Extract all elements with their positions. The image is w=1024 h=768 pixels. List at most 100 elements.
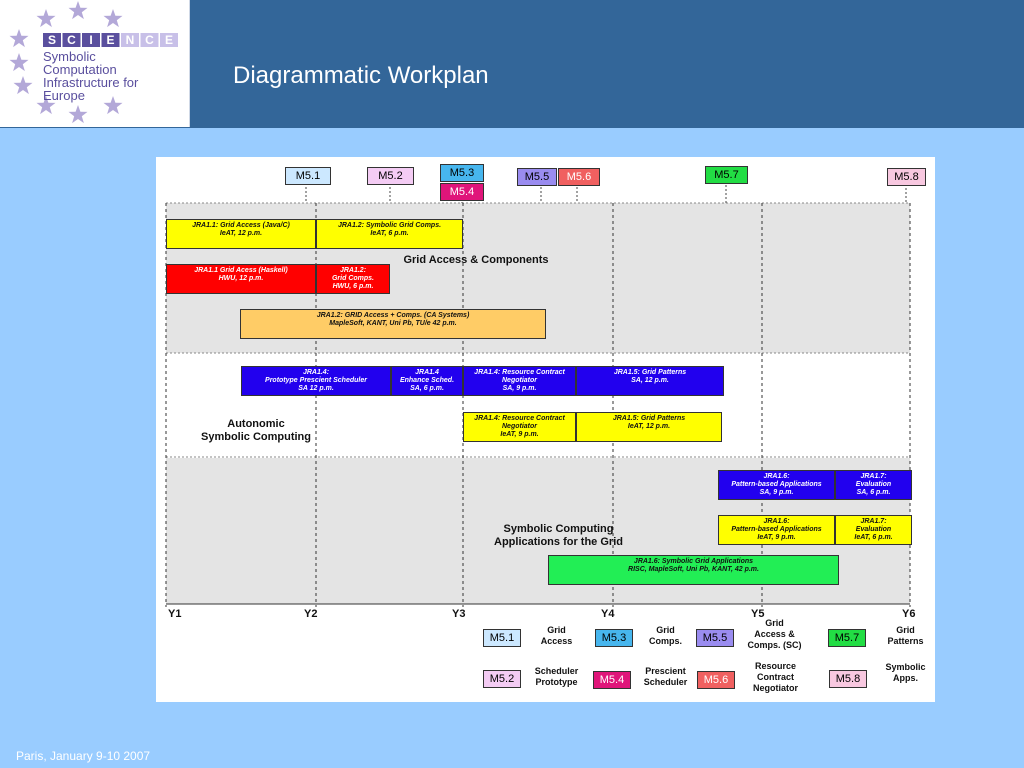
milestone-label: M5.1 — [295, 170, 321, 182]
task-bar-text: JRA1.2: — [339, 267, 367, 274]
legend-milestone: M5.7 — [828, 629, 866, 647]
task-bar-text: JRA1.2: GRID Access + Comps. (CA Systems… — [316, 312, 470, 319]
milestone-m5-5: M5.5 — [517, 168, 557, 186]
legend-description-line: Grid — [547, 625, 566, 635]
task-bar-text: JRA1.1: Grid Access (Java/C) — [192, 222, 290, 229]
legend-description-line: Access — [540, 636, 573, 646]
band-label-autonomic: Autonomic Symbolic Computing — [201, 418, 311, 443]
logo-letter: S — [48, 33, 56, 47]
milestone-m5-6: M5.6 — [558, 168, 600, 186]
task-bar-text: Negotiator — [502, 423, 537, 430]
year-label-y5: Y5 — [751, 608, 765, 620]
task-bar-text: IeAT, 12 p.m. — [219, 230, 263, 237]
legend-milestone: M5.6 — [697, 671, 735, 689]
band-label-grid-access: Grid Access & Components — [403, 254, 549, 266]
logo-star-icon — [68, 1, 88, 20]
workplan-diagram: M5.1 M5.2 M5.3 M5.4 M5.5 M5.6 M5.7 M5.8 … — [156, 157, 935, 702]
legend-description-line: Grid — [765, 618, 784, 628]
year-label-y4: Y4 — [601, 608, 615, 620]
legend-description-line: Scheduler — [643, 677, 688, 687]
task-bar-text: JRA1.7: — [860, 473, 887, 480]
milestone-m5-4: M5.4 — [440, 183, 484, 201]
year-label-y2: Y2 — [304, 608, 318, 620]
task-bar-text: Pattern-based Applications — [731, 526, 822, 533]
task-bar-text: JRA1.4: — [302, 369, 330, 376]
task-bar-text: SA, 6 p.m. — [856, 489, 891, 496]
legend-milestone-label: M5.2 — [489, 673, 515, 685]
task-bar-text: Pattern-based Applications — [731, 481, 822, 488]
task-bar-text: IeAT, 9 p.m. — [500, 431, 539, 438]
legend-description-line: Access & — [754, 629, 795, 639]
logo-star-icon — [9, 29, 29, 48]
logo-letter-box — [160, 33, 178, 47]
task-bar-text: HWU, 12 p.m. — [218, 275, 264, 282]
logo-letter-box — [62, 33, 81, 47]
task-bar-text: IeAT, 12 p.m. — [627, 423, 671, 430]
logo-line-3: Infrastructure for — [43, 75, 139, 90]
logo-letter: N — [126, 33, 135, 47]
task-bar-text: SA 12 p.m. — [298, 385, 334, 392]
task-bar: JRA1.2: GRID Access + Comps. (CA Systems… — [240, 309, 546, 339]
task-bar: JRA1.2:Grid Comps.HWU, 6 p.m. — [316, 264, 390, 294]
milestone-m5-7: M5.7 — [705, 166, 748, 184]
legend-milestone: M5.5 — [696, 629, 734, 647]
task-bar-text: SA, 6 p.m. — [410, 385, 444, 392]
logo-star-icon — [13, 76, 33, 95]
milestone-label: M5.3 — [449, 167, 475, 179]
task-bar-text: JRA1.7: — [860, 518, 887, 525]
task-bar-text: Grid Comps. — [331, 275, 374, 282]
logo-letter-box — [140, 33, 159, 47]
legend-milestone: M5.4 — [593, 671, 631, 689]
logo-line-2: Computation — [43, 62, 117, 77]
logo-letter: E — [165, 33, 173, 47]
legend-description-line: Negotiator — [753, 683, 798, 693]
task-bar-text: Evaluation — [855, 526, 892, 533]
legend-description-line: Grid — [656, 625, 675, 635]
legend-milestone-label: M5.4 — [599, 674, 625, 686]
milestone-label: M5.4 — [449, 186, 475, 198]
legend-description-line: Resource — [754, 661, 797, 671]
task-bar-text: JRA1.4: Resource Contract — [474, 369, 565, 376]
task-bar-text: IeAT, 6 p.m. — [370, 230, 409, 237]
task-bar-text: Evaluation — [855, 481, 892, 488]
task-bar-text: JRA1.5: Grid Patterns — [613, 369, 687, 376]
logo-line-1: Symbolic — [43, 49, 96, 64]
logo-letter: E — [106, 33, 114, 47]
task-bar-text: RISC, MapleSoft, Uni Pb, KANT, 42 p.m. — [628, 566, 759, 573]
logo-star-icon — [36, 9, 56, 28]
task-bar-text: JRA1.6: — [763, 473, 790, 480]
legend-description-line: Prototype — [535, 677, 578, 687]
task-bar-text: JRA1.4: Resource Contract — [474, 415, 565, 422]
legend-milestone-label: M5.8 — [835, 673, 861, 685]
milestone-m5-2: M5.2 — [367, 167, 414, 185]
task-bar-text: MapleSoft, KANT, Uni Pb, TU/e 42 p.m. — [329, 320, 457, 327]
legend-milestone: M5.3 — [595, 629, 633, 647]
logo-letter-box — [43, 33, 61, 47]
logo-star-icon — [36, 96, 56, 115]
task-bar-text: Prototype Prescient Scheduler — [265, 377, 367, 384]
legend-milestone-label: M5.1 — [489, 632, 515, 644]
task-bar-text: SA, 9 p.m. — [502, 385, 537, 392]
task-bar-text: HWU, 6 p.m. — [332, 283, 374, 290]
legend-milestone: M5.1 — [483, 629, 521, 647]
task-bar-text: Negotiator — [502, 377, 537, 384]
logo-star-icon — [103, 96, 123, 115]
legend-milestone-label: M5.6 — [703, 674, 729, 686]
task-bar-text: IeAT, 6 p.m. — [854, 534, 893, 541]
task-bar-text: JRA1.5: Grid Patterns — [612, 415, 686, 422]
